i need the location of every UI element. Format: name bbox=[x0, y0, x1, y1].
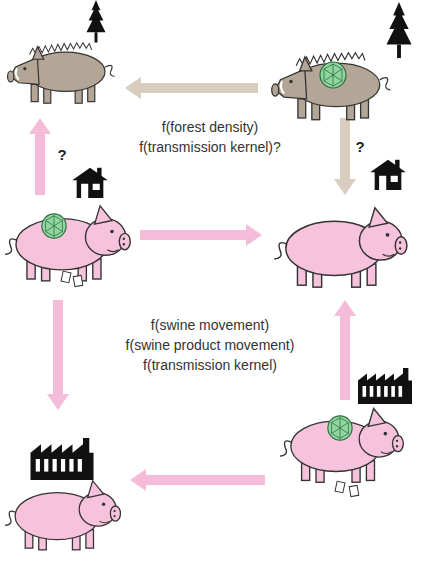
farm-to-wild-arrow bbox=[29, 118, 51, 195]
tissue-icon bbox=[349, 485, 359, 496]
virus-icon bbox=[328, 416, 352, 440]
commercial-to-farm-arrow bbox=[334, 300, 356, 400]
farm-to-farm-arrow bbox=[140, 224, 262, 246]
farm-to-commercial-arrow bbox=[47, 300, 69, 410]
tree-icon bbox=[86, 0, 105, 43]
factor-label: f(swine product movement) bbox=[126, 337, 295, 354]
sick-pig bbox=[5, 206, 130, 281]
tissue-icon bbox=[73, 275, 83, 286]
question-mark: ? bbox=[57, 146, 66, 163]
house-icon bbox=[370, 160, 406, 190]
wild-boar-infected bbox=[272, 53, 391, 120]
question-mark: ? bbox=[355, 138, 364, 155]
factor-label: f(transmission kernel) bbox=[143, 357, 277, 374]
wild-to-wild-arrow bbox=[125, 77, 258, 99]
farm-icon bbox=[358, 368, 412, 404]
wild-to-farm-arrow bbox=[334, 118, 356, 195]
factor-label: f(swine movement) bbox=[151, 317, 269, 334]
virus-icon bbox=[42, 214, 66, 238]
farm-icon bbox=[31, 438, 94, 480]
house-icon bbox=[72, 168, 108, 198]
healthy-pig bbox=[274, 208, 407, 287]
commercial-to-commercial-arrow bbox=[130, 469, 265, 491]
tissue-icon bbox=[335, 481, 345, 492]
healthy-pig bbox=[5, 481, 120, 550]
tissue-icon bbox=[61, 271, 71, 282]
virus-icon bbox=[320, 62, 346, 88]
tree-icon bbox=[386, 2, 411, 58]
factor-label: f(transmission kernel)? bbox=[139, 139, 281, 156]
sick-pig bbox=[280, 408, 403, 482]
wild-boar bbox=[8, 43, 115, 104]
factor-label: f(forest density) bbox=[162, 119, 258, 136]
